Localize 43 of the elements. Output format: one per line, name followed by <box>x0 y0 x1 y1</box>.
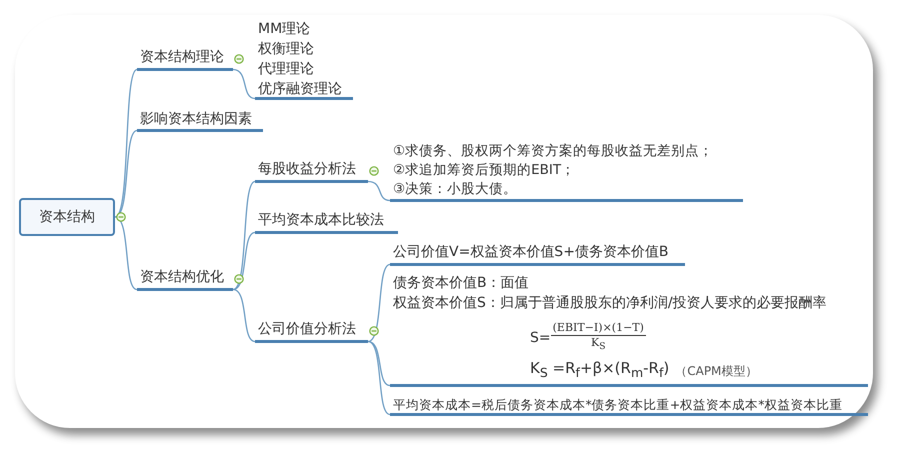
fraction-denominator: K$_{S}$ <box>591 336 606 354</box>
topic-label: 资本结构优化 <box>140 268 225 287</box>
branch-line <box>368 180 390 202</box>
topic-label: 平均资本成本比较法 <box>258 211 385 230</box>
formula-text: S= <box>530 328 551 348</box>
note-text: 权益资本价值S：归属于普通股股东的净利润/投资人要求的必要报酬率 <box>392 294 828 313</box>
branch-topic <box>390 242 685 266</box>
topic-label: ①求债务、股权两个筹资方案的每股收益无差别点； <box>393 142 714 161</box>
branch-line <box>368 340 390 416</box>
topic-label: MM理论 <box>258 20 312 39</box>
topic-label: 每股收益分析法 <box>258 160 357 179</box>
formula-text: K$_{S}$ =R$_{f}$+β×(R$_{m}$-R$_{f}$) <box>530 358 670 382</box>
topic-label: 权衡理论 <box>258 40 315 59</box>
topic-label: 平均资本成本=税后债务资本成本*债务资本比重+权益资本成本*权益资本比重 <box>393 396 844 413</box>
topic-label: 公司价值分析法 <box>258 320 357 339</box>
topic-label: 资本结构 <box>39 208 95 227</box>
branch-topic <box>255 319 368 343</box>
branch-topic <box>255 159 368 183</box>
topic-label: 资本结构理论 <box>140 48 225 67</box>
branch-line <box>232 288 256 342</box>
branch-topic <box>390 142 743 202</box>
topic-label: ②求追加筹资后预期的EBIT； <box>393 161 576 180</box>
topic-label: 代理理论 <box>258 60 315 79</box>
branch-line <box>232 180 256 290</box>
branch-line <box>368 264 390 342</box>
topic-label: 影响资本结构因素 <box>140 110 253 129</box>
branch-topic <box>137 109 263 132</box>
note-text: 债务资本价值B：面值 <box>392 274 530 293</box>
branch-topic <box>390 396 868 416</box>
branch-line <box>232 68 256 100</box>
note-text: （CAPM模型） <box>675 362 758 380</box>
branch-topic <box>255 210 398 234</box>
topic-label: 公司价值V=权益资本价值S+债务资本价值B <box>393 243 670 262</box>
branch-topic <box>255 19 353 100</box>
branch-topic <box>137 47 233 71</box>
branch-line <box>368 340 390 386</box>
topic-label: 优序融资理论 <box>258 80 343 99</box>
branch-topic <box>137 267 233 291</box>
topic-label: ③决策：小股大债。 <box>393 180 518 199</box>
branch-line <box>232 232 256 290</box>
fraction-numerator: (EBIT−I)×(1−T) <box>550 321 646 336</box>
central-topic-box <box>19 198 115 236</box>
branch-topic <box>390 273 868 387</box>
